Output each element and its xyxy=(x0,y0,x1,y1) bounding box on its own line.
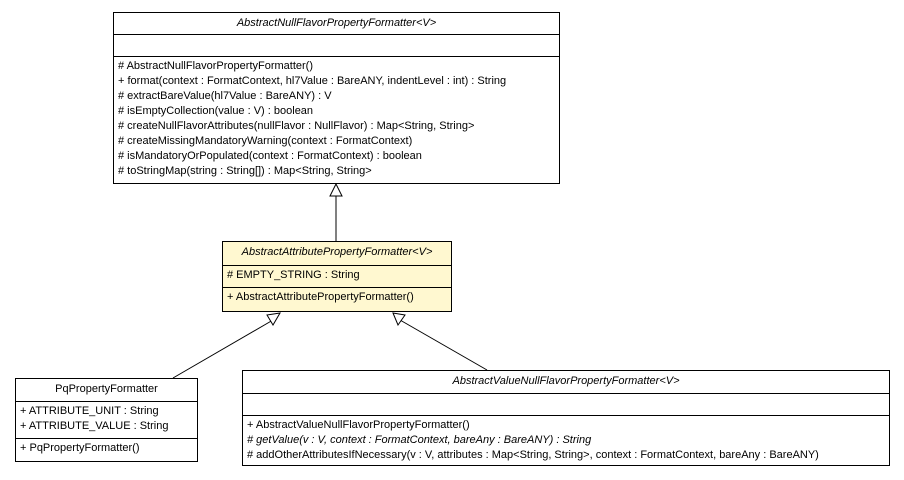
generalization-arrowhead xyxy=(329,182,343,197)
generalization-arrowhead xyxy=(266,312,281,326)
attributes-section: + ATTRIBUTE_UNIT : String + ATTRIBUTE_VA… xyxy=(16,402,197,439)
class-abstract-value-null-flavor-property-formatter[interactable]: AbstractValueNullFlavorPropertyFormatter… xyxy=(242,370,890,466)
class-abstract-attribute-property-formatter[interactable]: AbstractAttributePropertyFormatter<V> # … xyxy=(222,241,452,312)
class-name: PqPropertyFormatter xyxy=(16,379,197,402)
abstract-operation: # getValue(v : V, context : FormatContex… xyxy=(247,434,592,446)
class-pq-property-formatter[interactable]: PqPropertyFormatter + ATTRIBUTE_UNIT : S… xyxy=(15,378,198,462)
edge-value-to-attribute xyxy=(399,319,488,371)
operation: # isMandatoryOrPopulated(context : Forma… xyxy=(118,150,422,162)
operation: # createMissingMandatoryWarning(context … xyxy=(118,135,413,147)
operations-section: + PqPropertyFormatter() xyxy=(16,439,197,458)
operation: # isEmptyCollection(value : V) : boolean xyxy=(118,105,314,117)
generalization-arrowhead xyxy=(392,312,406,327)
operation: + AbstractAttributePropertyFormatter() xyxy=(227,291,414,303)
edge-pq-to-attribute xyxy=(172,319,274,379)
operation: + PqPropertyFormatter() xyxy=(20,442,140,454)
class-abstract-null-flavor-property-formatter[interactable]: AbstractNullFlavorPropertyFormatter<V> #… xyxy=(113,12,560,184)
attributes-section: # EMPTY_STRING : String xyxy=(223,266,451,288)
operations-section: + AbstractValueNullFlavorPropertyFormatt… xyxy=(243,416,889,465)
class-name: AbstractNullFlavorPropertyFormatter<V> xyxy=(114,13,559,35)
operations-section: + AbstractAttributePropertyFormatter() xyxy=(223,288,451,307)
operation: # extractBareValue(hl7Value : BareANY) :… xyxy=(118,90,332,102)
attribute: + ATTRIBUTE_VALUE : String xyxy=(20,420,169,432)
operation: + format(context : FormatContext, hl7Val… xyxy=(118,75,507,87)
operations-section: # AbstractNullFlavorPropertyFormatter() … xyxy=(114,57,559,181)
operation: # addOtherAttributesIfNecessary(v : V, a… xyxy=(247,449,819,461)
operation: # createNullFlavorAttributes(nullFlavor … xyxy=(118,120,475,132)
class-name: AbstractAttributePropertyFormatter<V> xyxy=(223,242,451,266)
operation: + AbstractValueNullFlavorPropertyFormatt… xyxy=(247,419,470,431)
operation: # toStringMap(string : String[]) : Map<S… xyxy=(118,165,372,177)
operation: # AbstractNullFlavorPropertyFormatter() xyxy=(118,60,313,72)
attributes-section xyxy=(114,35,559,57)
attribute: + ATTRIBUTE_UNIT : String xyxy=(20,405,159,417)
class-name: AbstractValueNullFlavorPropertyFormatter… xyxy=(243,371,889,394)
attribute: # EMPTY_STRING : String xyxy=(227,269,360,281)
attributes-section xyxy=(243,394,889,416)
